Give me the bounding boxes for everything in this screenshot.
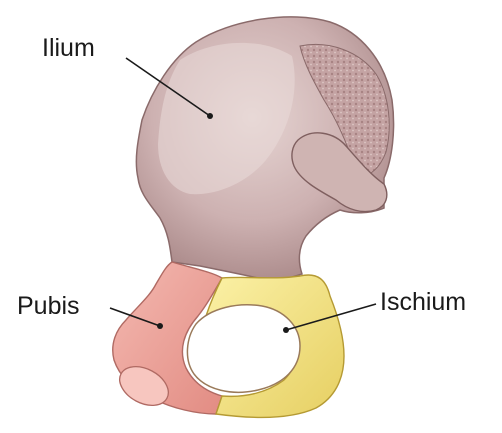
ischium-label: Ischium bbox=[380, 290, 466, 315]
ilium-leader-dot bbox=[207, 113, 213, 119]
ischium-leader-dot bbox=[283, 327, 289, 333]
obturator-foramen bbox=[187, 305, 300, 392]
pubis-leader-dot bbox=[157, 323, 163, 329]
pubis-label: Pubis bbox=[17, 294, 80, 319]
ilium-label: Ilium bbox=[42, 36, 95, 61]
